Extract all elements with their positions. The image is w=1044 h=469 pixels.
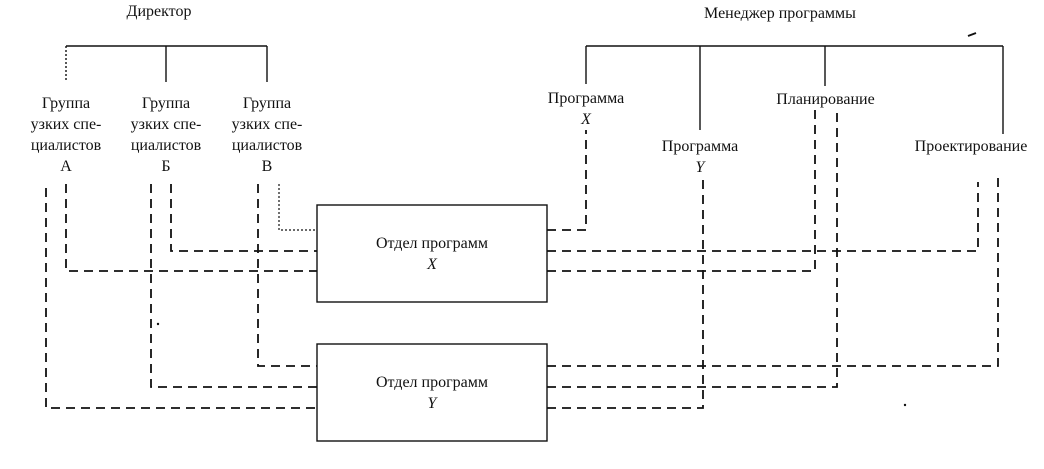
- program-x-to-dept-x-link: [547, 130, 587, 231]
- planning-to-dept-y-link: [547, 110, 838, 388]
- department-y-label: Отдел программ Y: [375, 374, 489, 412]
- scan-dot: [903, 403, 907, 407]
- group-b-letter: Б: [161, 158, 171, 175]
- group-v-to-dept-x-link: [278, 184, 317, 231]
- manager-tree-lines: [585, 45, 1004, 134]
- group-b-to-dept-x-link: [170, 184, 317, 252]
- group-b-to-dept-y-link: [150, 184, 317, 388]
- department-x-label: Отдел программ X: [375, 235, 489, 273]
- group-a-to-dept-y-link: [45, 188, 317, 409]
- director-title: Директор: [126, 3, 192, 20]
- group-v-letter: В: [261, 158, 273, 175]
- program-y-label: Программа Y: [661, 138, 739, 176]
- department-x-box: [316, 204, 548, 303]
- design-to-dept-x-link: [547, 182, 979, 252]
- group-a-label: Группа узких спе- циалистов А: [16, 93, 116, 177]
- scan-dot: [156, 322, 160, 326]
- program-y-to-dept-y-link: [547, 180, 704, 409]
- scan-mark: [967, 32, 977, 37]
- group-a-letter: А: [60, 158, 72, 175]
- department-y-box: [316, 343, 548, 442]
- planning-to-dept-x-link: [547, 110, 816, 272]
- planning-label: Планирование: [776, 91, 875, 108]
- manager-title: Менеджер программы: [704, 5, 856, 22]
- group-v-label: Группа узких спе- циалистов В: [217, 93, 317, 177]
- group-v-to-dept-y-link: [257, 184, 317, 367]
- group-b-label: Группа узких спе- циалистов Б: [116, 93, 216, 177]
- director-tree-lines: [65, 45, 268, 82]
- program-x-label: Программа X: [547, 90, 625, 128]
- design-label: Проектирование: [914, 138, 1028, 155]
- design-to-dept-y-link: [547, 172, 999, 367]
